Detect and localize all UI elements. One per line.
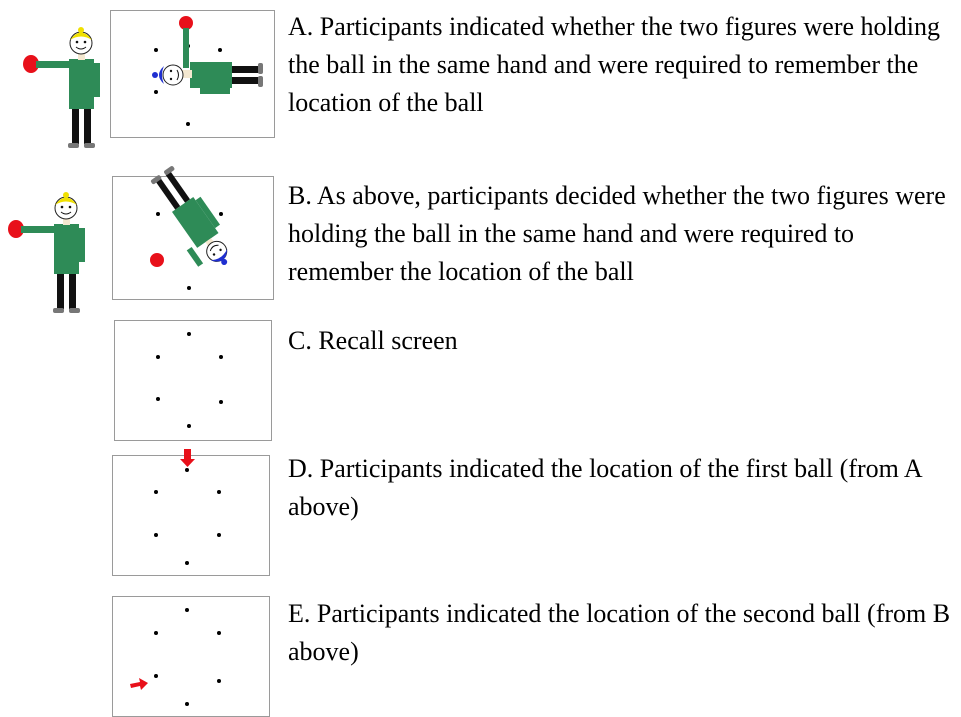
step-a-caption: A. Participants indicated whether the tw… bbox=[288, 12, 940, 117]
location-dot bbox=[156, 397, 160, 401]
step-c-caption: C. Recall screen bbox=[288, 326, 458, 355]
face bbox=[162, 64, 184, 86]
location-dot bbox=[187, 286, 191, 290]
location-dot bbox=[186, 122, 190, 126]
red-arrow-pointer bbox=[180, 449, 195, 467]
location-dot bbox=[217, 631, 221, 635]
panel-c bbox=[114, 320, 272, 441]
step-b-caption: B. As above, participants decided whethe… bbox=[288, 181, 946, 286]
location-dot bbox=[154, 90, 158, 94]
location-dot bbox=[156, 355, 160, 359]
upright-figure-a bbox=[23, 27, 100, 148]
location-dot bbox=[154, 631, 158, 635]
location-dot bbox=[217, 679, 221, 683]
location-dot bbox=[217, 533, 221, 537]
panel-e bbox=[112, 596, 270, 717]
location-dot bbox=[219, 212, 223, 216]
ball bbox=[150, 253, 164, 267]
step-e-caption: E. Participants indicated the location o… bbox=[288, 599, 951, 666]
location-dot bbox=[154, 48, 158, 52]
panel-a-contents bbox=[152, 16, 263, 126]
location-dot bbox=[187, 332, 191, 336]
location-dot bbox=[187, 424, 191, 428]
step-d-caption: D. Participants indicated the location o… bbox=[288, 454, 922, 521]
location-dot bbox=[185, 608, 189, 612]
location-dot bbox=[154, 490, 158, 494]
location-dot bbox=[154, 674, 158, 678]
ball bbox=[23, 55, 39, 73]
location-dot bbox=[156, 212, 160, 216]
ball bbox=[8, 220, 24, 238]
red-arrow-pointer bbox=[130, 678, 148, 690]
location-dot bbox=[219, 400, 223, 404]
upright-figure-b bbox=[8, 192, 85, 313]
location-dot bbox=[154, 533, 158, 537]
ball bbox=[179, 16, 193, 30]
panel-b-contents bbox=[150, 166, 228, 290]
panel-d bbox=[112, 455, 270, 576]
location-dot bbox=[218, 48, 222, 52]
location-dot bbox=[185, 561, 189, 565]
panel-c-contents bbox=[156, 332, 223, 428]
panel-d-contents bbox=[154, 449, 221, 565]
location-dot bbox=[217, 490, 221, 494]
location-dot bbox=[219, 355, 223, 359]
location-dot bbox=[185, 702, 189, 706]
panel-e-contents bbox=[130, 608, 221, 706]
location-dot bbox=[185, 468, 189, 472]
